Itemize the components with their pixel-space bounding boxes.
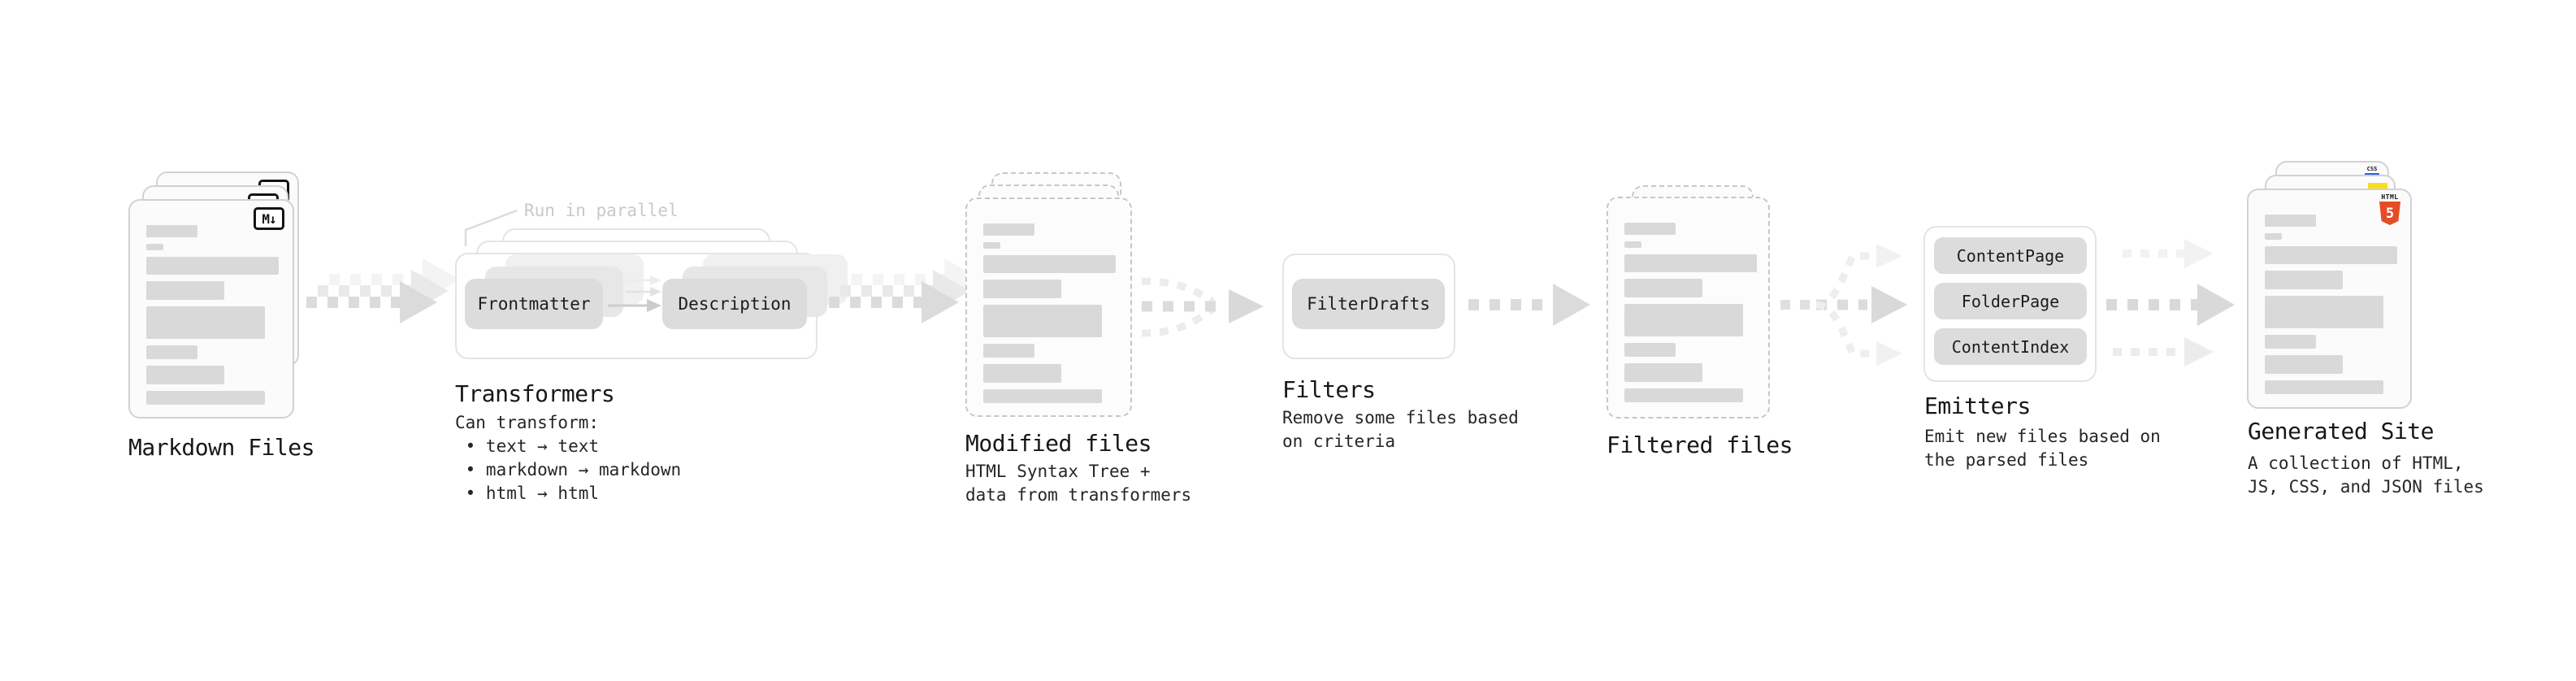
arrow-head [1229, 289, 1264, 323]
placeholder-bar [983, 223, 1034, 236]
placeholder-bar [146, 391, 265, 405]
arrow-main [306, 281, 437, 323]
stage-desc-transformers: Can transform: • text → text • markdown … [455, 413, 682, 503]
stage-title-modified-files: Modified files [965, 430, 1152, 457]
markdown-icon: M↓ [254, 207, 284, 230]
placeholder-bar [983, 280, 1061, 298]
filtered-doc-front [1607, 197, 1770, 419]
arrow-head [1876, 341, 1902, 366]
placeholder-bar [146, 345, 197, 359]
placeholder-bar [2265, 215, 2316, 227]
stage-desc-filters: Remove some files based on criteria [1282, 408, 1519, 451]
placeholder-bar [1624, 363, 1702, 382]
arrow-head [400, 281, 437, 323]
stage-desc-modified-files: HTML Syntax Tree + data from transformer… [965, 462, 1192, 505]
placeholder-bar [1624, 343, 1676, 357]
contentindex-pill: ContentIndex [1934, 328, 2087, 365]
html5-icon-shield: 5 [2379, 202, 2400, 225]
parallel-arrow-head [647, 299, 661, 312]
arrow-head [1871, 286, 1907, 323]
split-branch-top [1815, 252, 1873, 309]
arrow-stem [1468, 299, 1556, 310]
markdown-doc-front: M↓ [128, 199, 294, 419]
parallel-arrow-head [650, 287, 661, 297]
doc-content-placeholder [983, 223, 1116, 403]
placeholder-bar [146, 366, 224, 384]
placeholder-bar [146, 306, 265, 339]
arrow-stem [2106, 299, 2201, 310]
arrow-main [2106, 284, 2235, 326]
contentpage-pill: ContentPage [1934, 237, 2087, 274]
arrow-main [2113, 337, 2214, 367]
html5-icon: HTML 5 [2379, 193, 2401, 225]
merge-curve-bottom [1141, 306, 1216, 337]
placeholder-bar [1624, 304, 1743, 336]
stage-title-generated-site: Generated Site [2248, 418, 2435, 445]
arrow-stem [318, 285, 414, 297]
arrow-main [1468, 284, 1590, 326]
placeholder-bar [2265, 355, 2343, 374]
split-branch-bottom [1815, 301, 1873, 358]
arrow-stem [829, 297, 925, 308]
annotation-leader-line [464, 209, 518, 246]
stage-desc-emitters: Emit new files based on the parsed files [1924, 427, 2161, 470]
placeholder-bar [2265, 246, 2397, 264]
stage-title-markdown-files: Markdown Files [128, 434, 315, 461]
folderpage-pill: FolderPage [1934, 283, 2087, 319]
arrow-stem [2123, 249, 2184, 258]
placeholder-bar [2265, 233, 2282, 240]
flow-arrow-merge-to-filters [1141, 277, 1264, 337]
arrow-head [1876, 244, 1902, 268]
stage-title-emitters: Emitters [1924, 393, 2031, 419]
css-icon-label: CSS [2366, 166, 2378, 172]
placeholder-bar [1624, 241, 1641, 248]
placeholder-bar [146, 225, 197, 237]
placeholder-bar [2265, 296, 2383, 328]
doc-content-placeholder [1624, 223, 1757, 402]
arrow-stem [2113, 348, 2184, 356]
arrow-stem [306, 297, 403, 308]
placeholder-bar [2265, 335, 2316, 349]
placeholder-bar [2265, 271, 2343, 289]
placeholder-bar [146, 257, 279, 275]
arrow-stem [840, 285, 936, 297]
arrow-main [829, 281, 959, 323]
placeholder-bar [983, 364, 1061, 383]
run-in-parallel-label: Run in parallel [524, 201, 679, 220]
placeholder-bar [983, 242, 1000, 249]
placeholder-bar [1624, 254, 1757, 272]
modified-doc-front [965, 197, 1132, 417]
frontmatter-pill: Frontmatter [465, 279, 603, 329]
parallel-arrow-head [650, 275, 661, 285]
stage-title-filtered-files: Filtered files [1607, 432, 1793, 458]
stage-desc-generated-site: A collection of HTML, JS, CSS, and JSON … [2248, 453, 2484, 497]
generated-doc-front: HTML 5 [2247, 189, 2412, 409]
placeholder-bar [983, 255, 1116, 273]
arrow-head [2184, 337, 2214, 367]
placeholder-bar [2265, 380, 2383, 394]
transformers-inner-arrows [464, 209, 661, 312]
description-pill: Description [662, 279, 807, 329]
placeholder-bar [1624, 279, 1702, 297]
arrow-main [2123, 239, 2214, 268]
flow-arrow-split-to-emitters [1780, 244, 1907, 366]
html5-icon-label: HTML [2381, 193, 2399, 201]
placeholder-bar [983, 389, 1102, 403]
placeholder-bar [1624, 388, 1743, 402]
placeholder-bar [146, 244, 163, 250]
filterdrafts-pill: FilterDrafts [1292, 279, 1445, 329]
placeholder-bar [1624, 223, 1676, 235]
placeholder-bar [146, 281, 224, 300]
merge-curve-top [1141, 277, 1216, 306]
arrow-head [2197, 284, 2235, 326]
stage-title-filters: Filters [1282, 376, 1376, 403]
doc-content-placeholder [2265, 215, 2397, 394]
arrow-head [1553, 284, 1590, 326]
placeholder-bar [983, 344, 1034, 358]
arrow-head [2184, 239, 2214, 268]
arrow-head [922, 281, 959, 323]
placeholder-bar [983, 305, 1102, 337]
stage-title-transformers: Transformers [455, 380, 615, 407]
doc-content-placeholder [146, 225, 279, 405]
